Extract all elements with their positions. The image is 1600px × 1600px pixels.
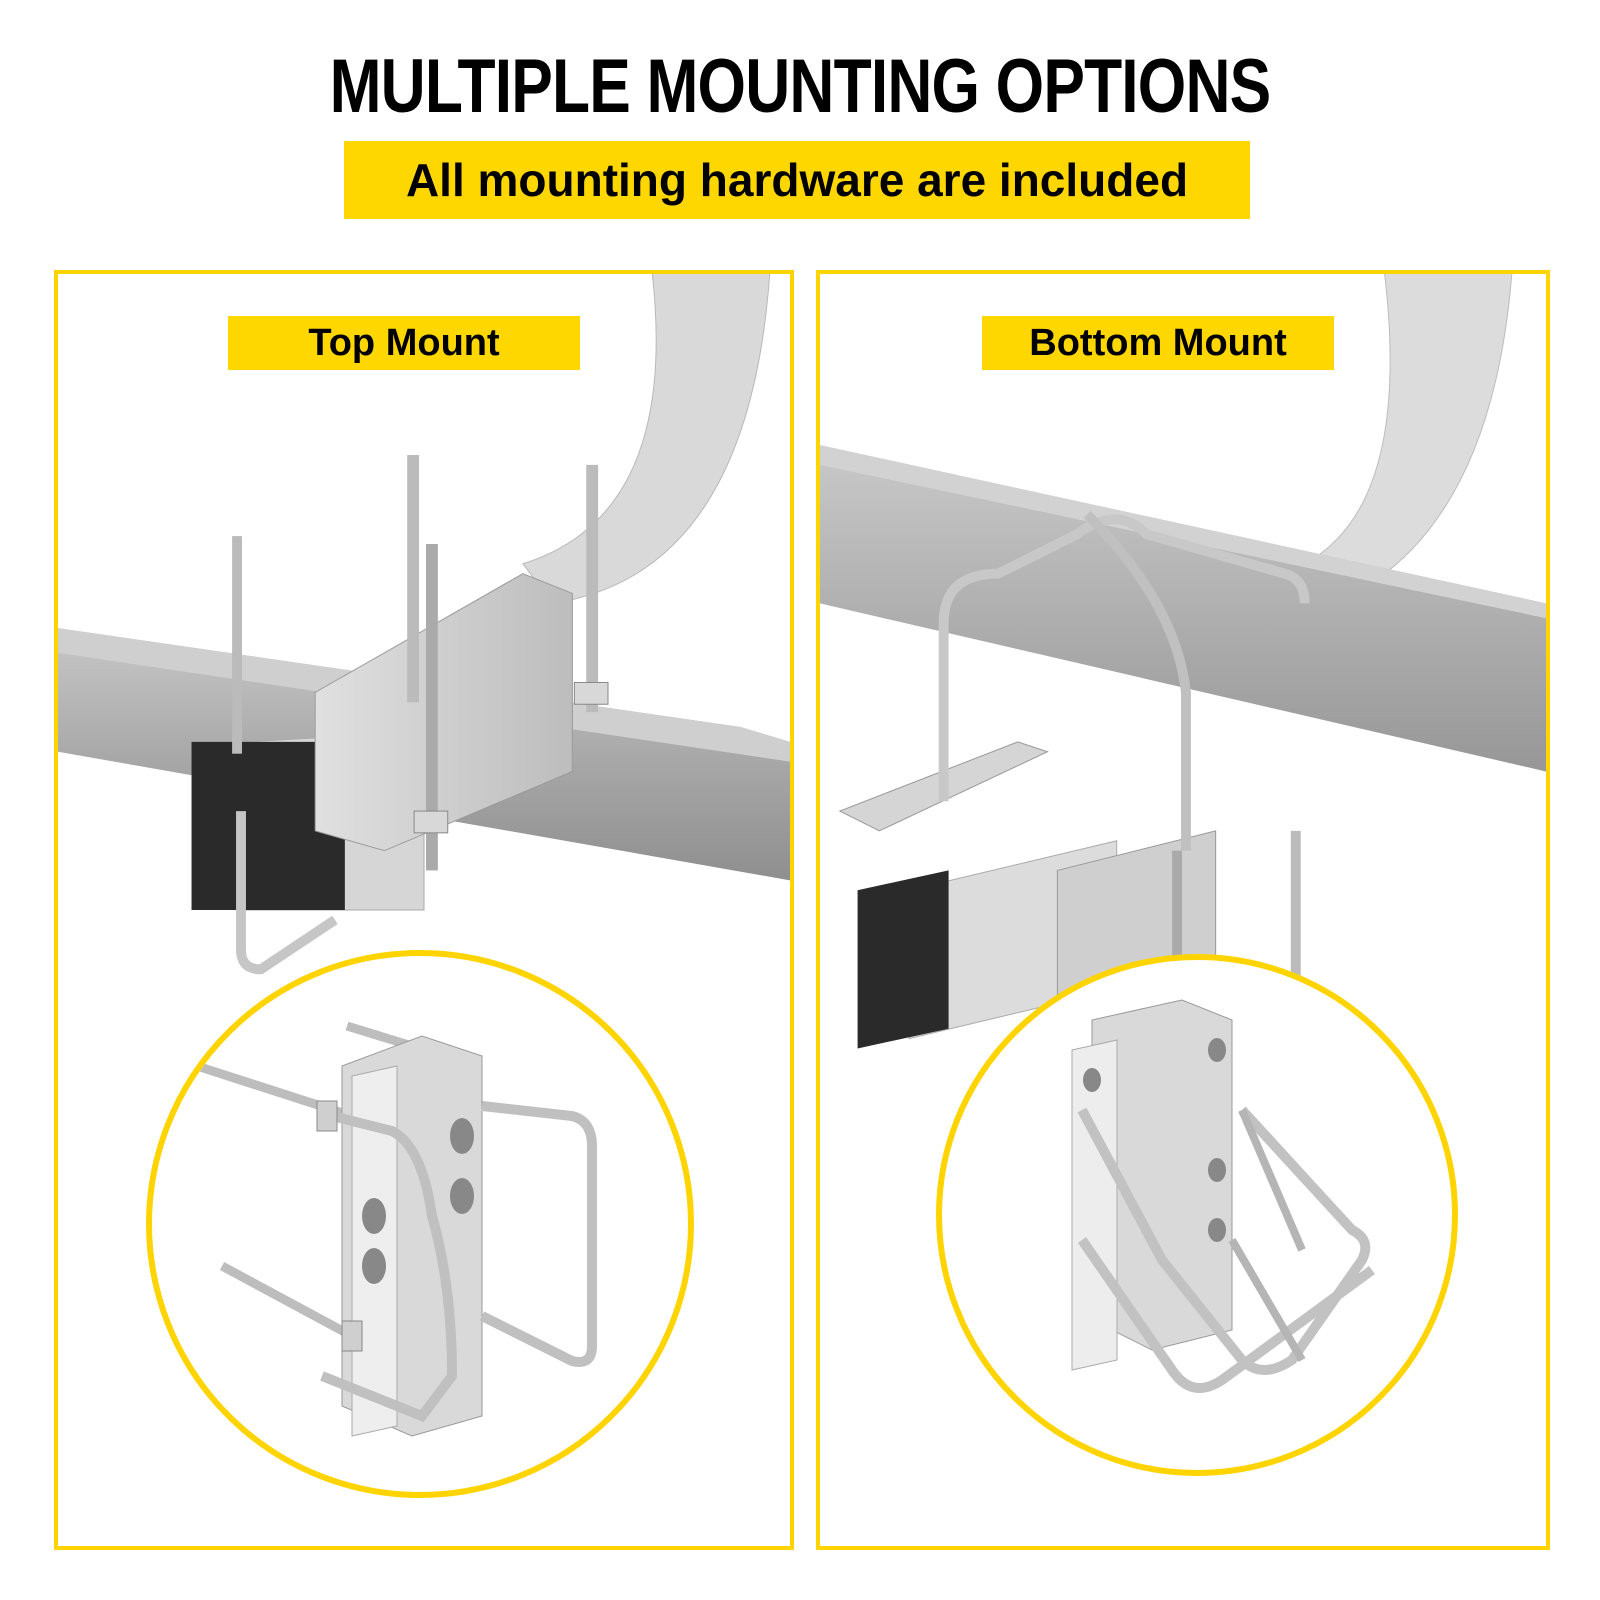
- top-mount-inset-circle: [146, 950, 694, 1498]
- subtitle-banner: All mounting hardware are included: [344, 141, 1250, 219]
- top-mount-panel: Top Mount: [54, 270, 794, 1550]
- bracket-closeup-image: [1071, 999, 1375, 1393]
- bottom-mount-inset-circle: [936, 954, 1458, 1476]
- page-title: MULTIPLE MOUNTING OPTIONS: [329, 44, 1272, 129]
- bottom-mount-panel: Bottom Mount: [816, 270, 1550, 1550]
- subtitle-text: All mounting hardware are included: [405, 154, 1189, 206]
- top-mount-photo: [58, 274, 790, 975]
- bottom-mount-label: Bottom Mount: [982, 316, 1334, 370]
- bracket-closeup-image: [195, 1021, 597, 1437]
- top-mount-label: Top Mount: [228, 316, 580, 370]
